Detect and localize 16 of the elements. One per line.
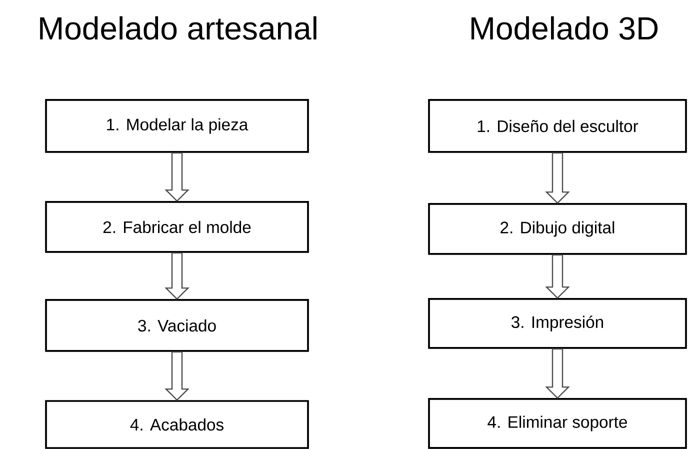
heading: Modelado artesanal [40, 16, 316, 40]
process-box: 3. Impresión [428, 298, 687, 349]
process-box: 1. Modelar la pieza [45, 99, 309, 153]
block-arrow [164, 152, 190, 202]
block-arrow [164, 252, 190, 300]
block-arrow [545, 348, 570, 399]
heading: Modelado 3D [471, 16, 658, 40]
process-box: 4. Acabados [45, 400, 309, 449]
process-box: 2. Fabricar el molde [45, 201, 309, 253]
process-box: 4. Eliminar soporte [428, 398, 687, 449]
block-arrow [164, 351, 190, 401]
block-arrow [545, 254, 570, 299]
process-box: 1. Diseño del escultor [428, 99, 687, 153]
block-arrow [545, 152, 570, 204]
process-box: 2. Dibujo digital [428, 203, 687, 255]
process-box: 3. Vaciado [45, 299, 309, 352]
